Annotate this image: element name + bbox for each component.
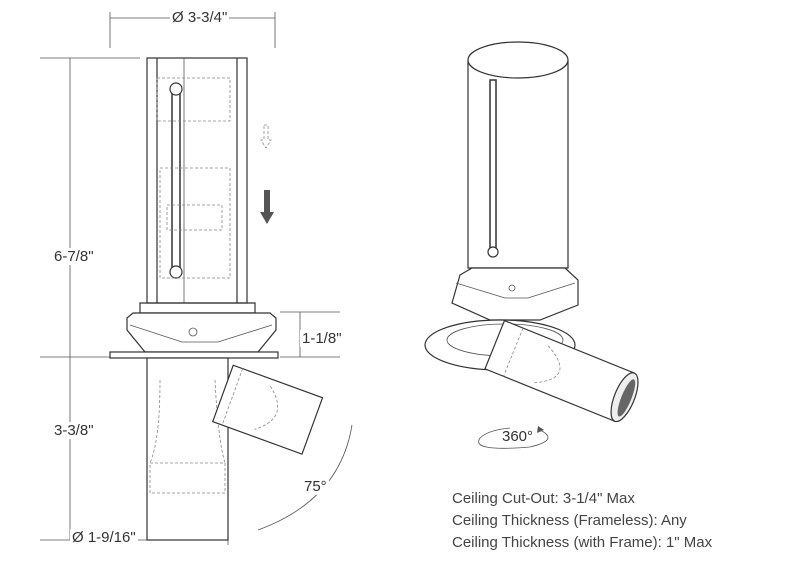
rotation-label: 360°: [502, 428, 534, 445]
bezel-height-label: 1-1/8": [300, 330, 344, 347]
perspective-fixture: [424, 41, 639, 449]
top-diameter-label: Ø 3-3/4": [170, 9, 230, 26]
down-arrow-icon: [260, 190, 274, 224]
rotate-arrow-icon: [537, 426, 544, 433]
bottom-diameter-label: Ø 1-9/16": [70, 529, 138, 546]
below-ceiling-label: 3-3/8": [52, 422, 96, 439]
overall-height-label: 6-7/8": [52, 248, 96, 265]
tilt-angle-label: 75°: [302, 478, 329, 495]
note-thickness-frameless: Ceiling Thickness (Frameless): Any: [452, 512, 687, 529]
note-thickness-frame: Ceiling Thickness (with Frame): 1" Max: [452, 534, 713, 551]
note-cutout: Ceiling Cut-Out: 3-1/4" Max: [452, 490, 635, 507]
side-view-fixture: [109, 57, 324, 541]
installation-notes: Ceiling Cut-Out: 3-1/4" Max Ceiling Thic…: [452, 488, 712, 554]
